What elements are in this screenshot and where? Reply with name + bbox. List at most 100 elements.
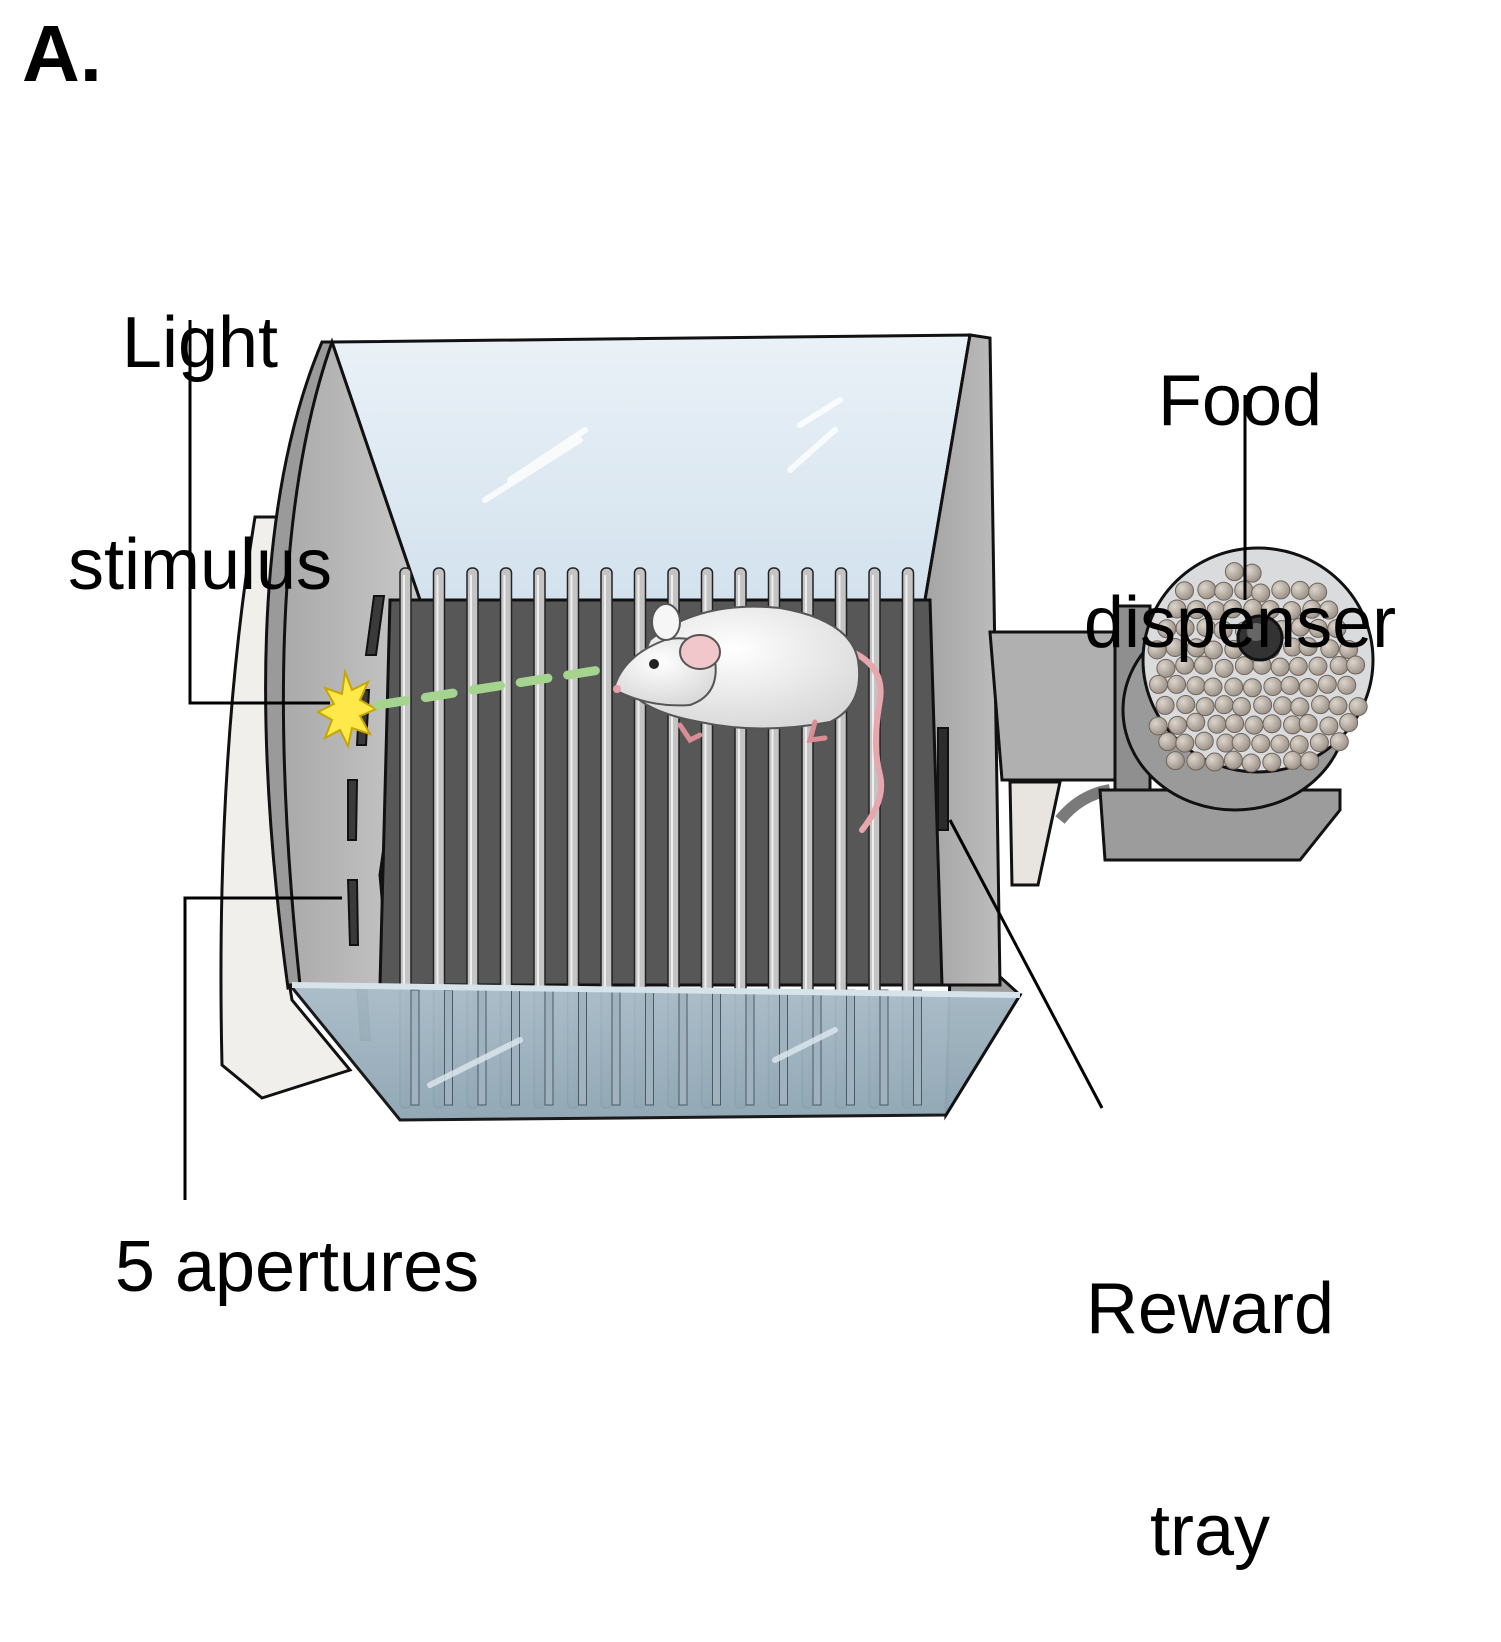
food-pellet	[1156, 658, 1176, 678]
food-pellet	[1225, 714, 1245, 734]
dispenser-support	[1008, 780, 1062, 887]
food-pellet	[1346, 655, 1366, 675]
dispenser-knob-cap	[1247, 623, 1265, 641]
front-grid-bar	[779, 989, 788, 1106]
food-pellet	[1262, 752, 1282, 772]
front-grid-bar	[444, 989, 453, 1106]
food-pellet	[1339, 639, 1359, 659]
front-grid-bar	[544, 989, 554, 1106]
food-pellet	[1290, 697, 1310, 717]
food-pellet	[1203, 640, 1223, 660]
front-grid-bar	[578, 989, 587, 1106]
food-pellet	[1214, 658, 1234, 678]
food-pellet	[1241, 753, 1261, 773]
food-pellet	[1298, 713, 1318, 733]
food-pellet	[1288, 656, 1308, 676]
food-pellet	[1186, 600, 1206, 620]
front-grid-bar	[812, 989, 822, 1106]
food-pellet	[1242, 678, 1262, 698]
food-pellet	[1320, 639, 1340, 659]
food-pellet	[1298, 678, 1318, 698]
front-glass	[286, 983, 1023, 1122]
label-light-stimulus-line1: Light	[121, 303, 279, 383]
food-pellet	[1231, 697, 1251, 717]
food-pellet	[1253, 695, 1273, 715]
front-grid-bar	[611, 989, 621, 1106]
food-pellet	[1224, 677, 1244, 697]
food-pellet	[1251, 583, 1271, 603]
mouse-illustration	[613, 603, 885, 833]
food-pellet	[1328, 696, 1348, 716]
front-glass-edge	[291, 982, 1021, 998]
food-pellet	[1148, 716, 1168, 736]
food-pellet	[1231, 733, 1251, 753]
food-pellet	[1308, 582, 1328, 602]
front-grid-bar	[745, 989, 755, 1106]
front-glass-reflections	[427, 1027, 838, 1088]
leader-light-stimulus	[188, 320, 330, 705]
label-light-stimulus-line2: stimulus	[67, 525, 333, 605]
food-pellet	[1319, 600, 1339, 620]
food-pellet	[1283, 750, 1303, 770]
food-pellet	[1271, 580, 1291, 600]
food-pellet	[1186, 751, 1206, 771]
mouse-eye	[649, 659, 659, 669]
food-pellet	[1319, 716, 1339, 736]
reward-tray-slot	[937, 727, 949, 831]
food-pellet	[1300, 751, 1320, 771]
food-pellet	[1167, 599, 1187, 619]
food-pellet	[1223, 599, 1243, 619]
food-pellet	[1203, 677, 1223, 697]
food-pellet	[1193, 655, 1213, 675]
label-food-dispenser-line2: dispenser	[1083, 583, 1397, 663]
label-apertures: 5 apertures	[114, 1227, 480, 1307]
food-pellet	[1298, 637, 1318, 657]
food-pellet	[1348, 697, 1368, 717]
mouse-ear-front	[679, 634, 721, 670]
front-grid-bar	[678, 989, 688, 1106]
mouse-nose	[613, 685, 621, 693]
front-grid-bar	[410, 989, 420, 1106]
food-pellet	[1194, 731, 1214, 751]
food-pellet	[1165, 751, 1185, 771]
food-pellet	[1176, 695, 1196, 715]
food-pellet	[1251, 734, 1271, 754]
front-grid-bar	[879, 989, 889, 1106]
light-flash	[315, 668, 379, 749]
label-food-dispenser-line1: Food	[1157, 361, 1323, 441]
front-grid-bar	[712, 989, 721, 1106]
food-pellet	[1186, 712, 1206, 732]
food-pellet	[1195, 697, 1215, 717]
label-reward-tray-line1: Reward	[1085, 1269, 1335, 1349]
food-pellet	[1262, 714, 1282, 734]
food-pellet	[1168, 715, 1188, 735]
food-pellet	[1282, 601, 1302, 621]
food-pellet	[1309, 733, 1329, 753]
operant-chamber-diagram	[183, 320, 1375, 1200]
food-pellet	[1167, 674, 1187, 694]
label-reward-tray: Reward tray	[1060, 1124, 1360, 1642]
food-pellet	[1175, 655, 1195, 675]
food-pellet	[1205, 752, 1225, 772]
food-pellet	[1327, 619, 1347, 639]
leader-lines	[183, 320, 1247, 1200]
food-pellet	[1242, 563, 1262, 583]
mouse-hind-paw	[806, 719, 828, 743]
aperture-3	[347, 779, 359, 841]
food-pellet	[1329, 732, 1349, 752]
food-pellet	[1214, 581, 1234, 601]
food-pellet	[1155, 695, 1175, 715]
left-wall-rim	[264, 340, 335, 990]
front-grid-bar	[846, 989, 855, 1106]
leader-reward-tray	[948, 819, 1104, 1109]
food-pellet	[1308, 656, 1328, 676]
label-food-dispenser: Food dispenser	[1055, 216, 1425, 734]
mouse-tail	[845, 647, 885, 833]
food-pellet	[1213, 620, 1233, 640]
food-pellet	[1317, 674, 1337, 694]
window-reflections	[482, 397, 843, 503]
mouse-front-paw	[677, 722, 703, 744]
food-pellet	[1223, 750, 1243, 770]
front-grid-bar	[645, 989, 654, 1106]
food-pellet	[1339, 713, 1359, 733]
